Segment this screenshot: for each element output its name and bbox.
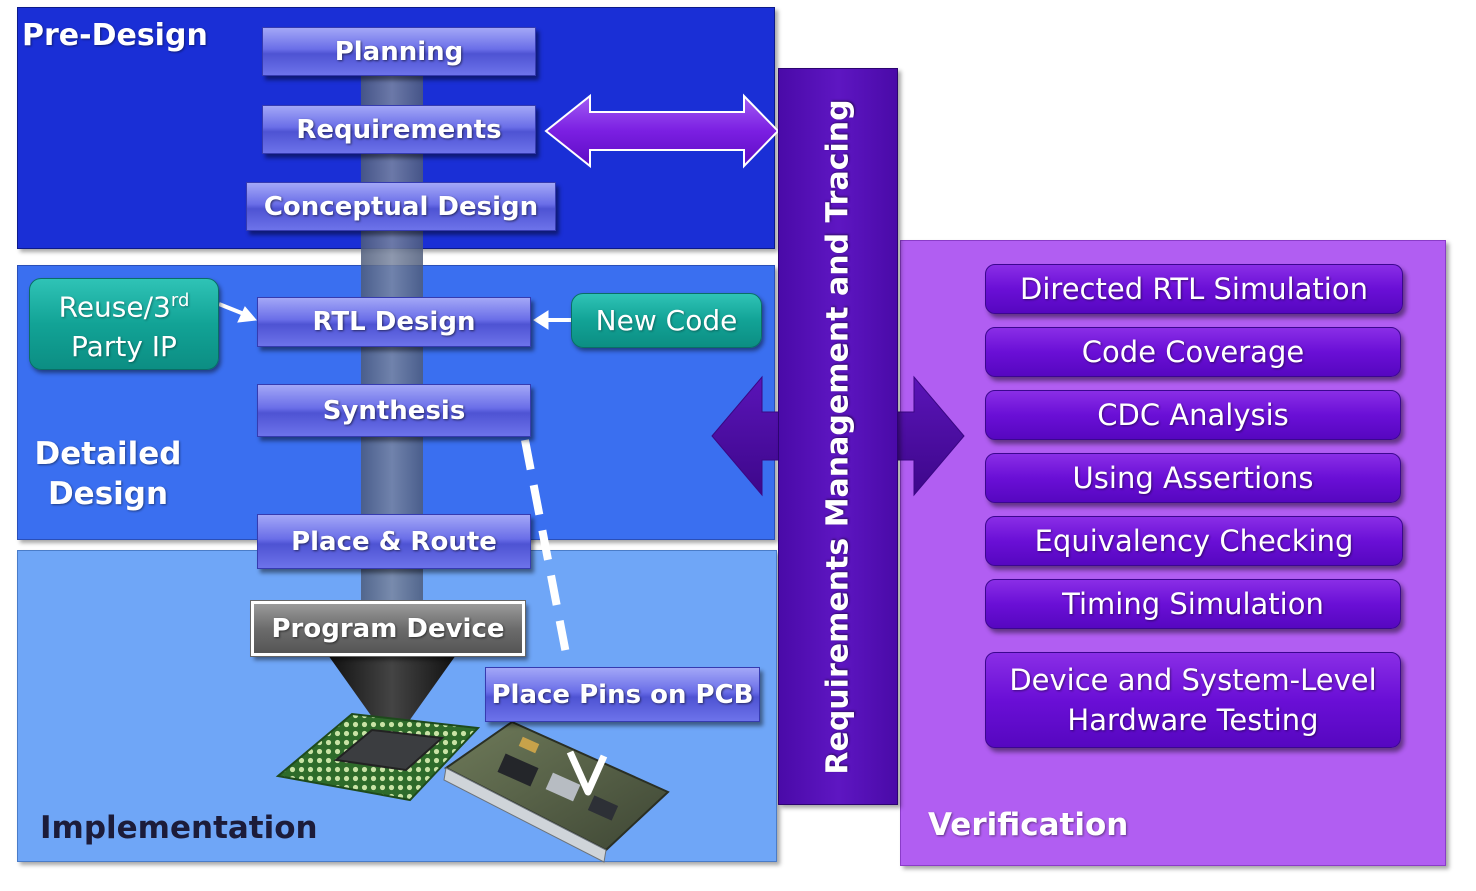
verify-directed-rtl-simulation: Directed RTL Simulation (985, 264, 1403, 314)
flow-column (361, 75, 423, 675)
flow-arrow-icon (328, 655, 456, 745)
hw-testing-line2: Hardware Testing (1067, 703, 1319, 737)
input-reuse-ip: Reuse/3rd Party IP (29, 278, 219, 370)
step-conceptual-design: Conceptual Design (246, 182, 556, 231)
phase-label-line: Design (47, 476, 169, 512)
step-requirements: Requirements (262, 105, 536, 154)
hw-testing-line1: Device and System-Level (1009, 663, 1377, 697)
step-rtl-design: RTL Design (257, 297, 531, 347)
step-program-device: Program Device (250, 600, 526, 657)
phase-label-line: Detailed (34, 436, 182, 472)
verify-equivalency-checking: Equivalency Checking (985, 516, 1403, 566)
verify-hardware-testing: Device and System-Level Hardware Testing (985, 652, 1401, 748)
placement-marker-icon (566, 750, 608, 796)
dashed-path (521, 439, 572, 665)
input-arrow-icon (218, 302, 571, 330)
phase-label-implementation: Implementation (40, 810, 318, 846)
verify-cdc-analysis: CDC Analysis (985, 390, 1401, 440)
double-arrow-icon (544, 93, 780, 169)
reuse-line1: Reuse/3rd (58, 289, 190, 324)
step-planning: Planning (262, 27, 536, 76)
tracing-bar-label: Requirements Management and Tracing (820, 99, 856, 775)
tracing-bar (778, 68, 898, 805)
verify-using-assertions: Using Assertions (985, 453, 1401, 503)
input-new-code: New Code (571, 293, 762, 348)
fpga-chip-icon (275, 712, 481, 802)
step-synthesis: Synthesis (257, 384, 531, 437)
phase-label-pre-design: Pre-Design (22, 18, 208, 53)
reuse-line2: Party IP (71, 330, 177, 364)
verify-code-coverage: Code Coverage (985, 327, 1401, 377)
phase-label-detailed-design: Detailed Design (20, 434, 196, 514)
step-place-pins: Place Pins on PCB (485, 667, 760, 722)
step-place-route: Place & Route (257, 514, 531, 569)
verify-timing-simulation: Timing Simulation (985, 579, 1401, 629)
phase-label-verification: Verification (928, 807, 1129, 843)
pcb-board-icon (443, 720, 670, 863)
